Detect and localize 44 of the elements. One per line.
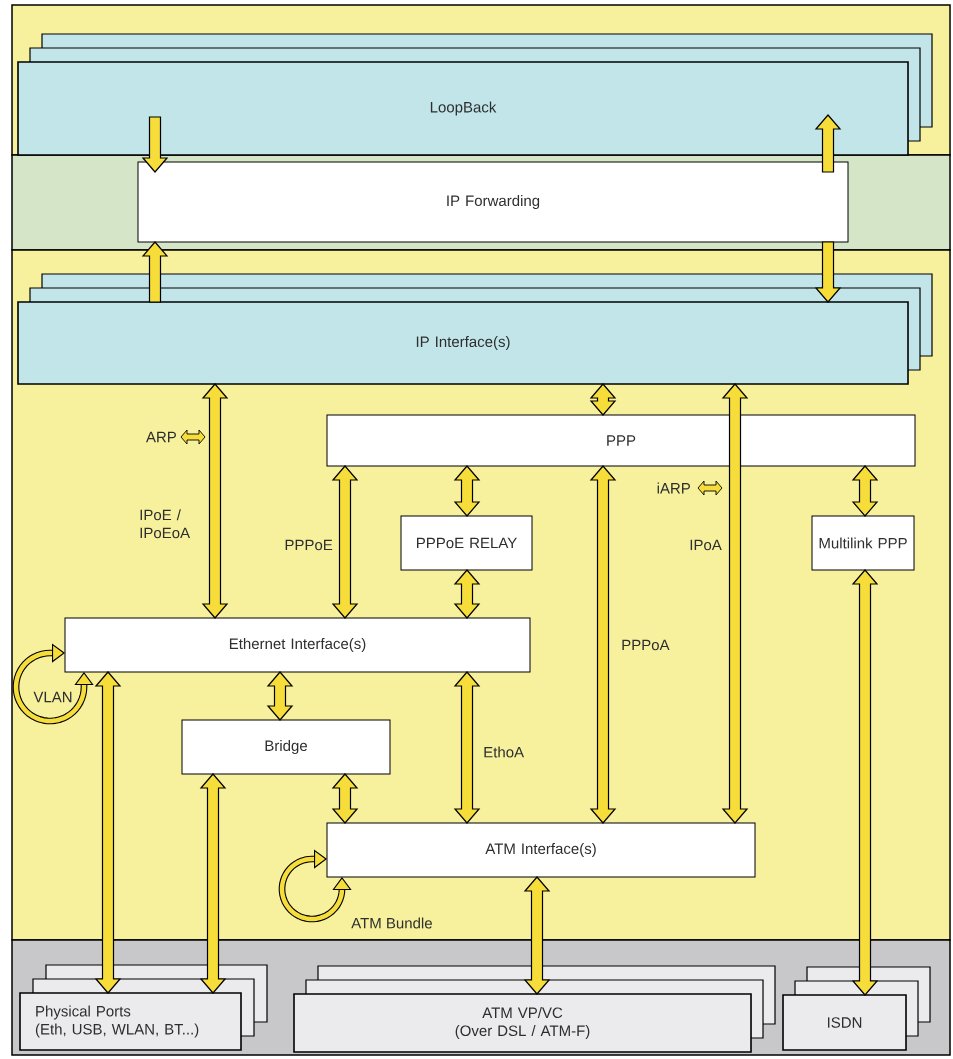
double-arrow	[201, 383, 229, 619]
stacked-box: ISDN	[782, 966, 931, 1051]
edge-label: IPoE / IPoEoA	[140, 509, 191, 539]
stacked-box: IP Interface(s)	[17, 273, 933, 385]
process-box: IP Forwarding	[137, 161, 849, 243]
process-box: PPP	[326, 414, 916, 467]
double-arrow	[851, 465, 879, 517]
edge-label: PPPoA	[622, 639, 670, 651]
double-arrow	[523, 876, 551, 995]
process-box: Multilink PPP	[811, 515, 915, 571]
double-arrow	[199, 773, 227, 994]
node-label: (Eth, USB, WLAN, BT...)	[35, 1023, 199, 1038]
stacked-box: Physical Ports (Eth, USB, WLAN, BT...)	[19, 964, 268, 1051]
double-arrow	[141, 116, 169, 173]
edge-label: IPoA	[690, 539, 722, 551]
process-box: PPPoE RELAY	[400, 515, 533, 571]
double-arrow	[589, 465, 617, 824]
double-arrow	[851, 569, 879, 996]
edge-label: PPPoE	[285, 539, 333, 551]
double-arrow	[141, 241, 169, 303]
node-label: (Over DSL / ATM-F)	[455, 1025, 590, 1039]
double-arrow	[331, 465, 359, 619]
process-box: ATM Interface(s)	[326, 822, 756, 878]
edge-label: ATM Bundle	[351, 917, 432, 929]
process-box: Bridge	[181, 719, 391, 775]
double-arrow	[331, 773, 359, 824]
double-arrow	[266, 671, 294, 721]
double-arrow	[721, 383, 749, 824]
process-box: Ethernet Interface(s)	[64, 617, 531, 673]
edge-label: EthoA	[484, 746, 525, 758]
loop-arrow	[12, 643, 94, 725]
protocol-label: ARP	[146, 431, 176, 443]
double-arrow	[453, 465, 481, 517]
double-arrow	[94, 671, 122, 994]
stacked-box: LoopBack	[17, 33, 933, 156]
protocol-label: iARP	[657, 482, 690, 494]
double-arrow	[814, 114, 842, 173]
double-arrow	[453, 569, 481, 619]
loop-arrow	[278, 849, 352, 923]
stacked-box: ATM VP/VC (Over DSL / ATM-F)	[293, 965, 776, 1053]
double-arrow	[453, 671, 481, 824]
double-arrow	[814, 241, 842, 303]
double-arrow	[589, 383, 617, 416]
edge-label: VLAN	[33, 691, 72, 703]
